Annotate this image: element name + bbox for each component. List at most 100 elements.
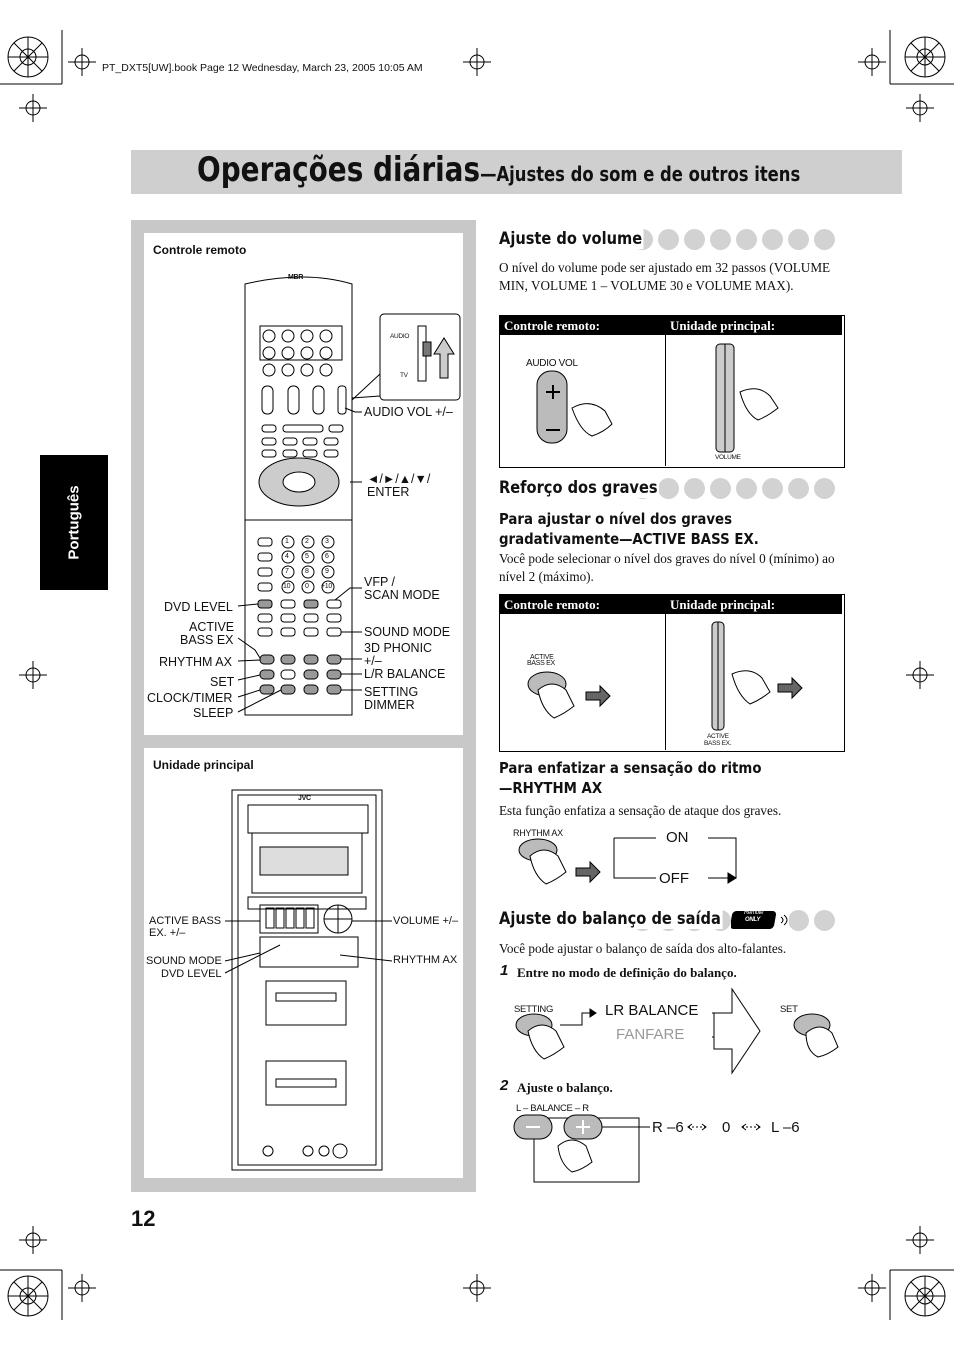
unit-callout-dvd-level: DVD LEVEL <box>161 968 222 980</box>
section-dots-bass <box>632 478 835 499</box>
unit-active-2: BASS EX. <box>704 740 732 747</box>
key-7: 7 <box>285 568 289 575</box>
page-number: 12 <box>131 1206 156 1231</box>
key-3: 3 <box>325 538 329 545</box>
file-info: PT_DXT5[UW].book Page 12 Wednesday, Marc… <box>102 62 423 74</box>
step-2-text: Ajuste o balanço. <box>517 1080 613 1095</box>
callout-3d-phonic: 3D PHONIC <box>364 641 433 655</box>
key-2: 2 <box>305 538 309 545</box>
volume-section-title: Ajuste do volume <box>499 229 644 249</box>
callout-setting: SETTING <box>364 685 419 699</box>
callout-audio-vol: AUDIO VOL +/– <box>364 405 453 419</box>
rhythm-on: ON <box>666 829 689 846</box>
callout-scan-mode: SCAN MODE <box>364 588 440 602</box>
key-5: 5 <box>305 553 309 560</box>
volume-col-unit: Unidade principal: <box>666 316 842 335</box>
volume-diagrams <box>536 343 779 453</box>
callout-plus-minus: +/– <box>364 654 382 668</box>
key-10: 10 <box>283 583 291 590</box>
step-2-number: 2 <box>500 1077 509 1094</box>
volume-label: VOLUME <box>715 454 741 461</box>
range-r: R –6 <box>652 1119 684 1136</box>
key-0: 0 <box>305 583 309 590</box>
callout-set: SET <box>210 675 235 689</box>
callout-active: ACTIVE <box>189 620 235 634</box>
bass-col-remote: Controle remoto: <box>500 595 665 614</box>
balance-step2-diagram <box>513 1114 761 1183</box>
callout-dimmer: DIMMER <box>364 698 415 712</box>
callout-rhythm-ax: RHYTHM AX <box>159 655 232 669</box>
range-0: 0 <box>722 1119 731 1136</box>
page-title: Operações diárias—Ajustes do som e de ou… <box>197 150 800 190</box>
volume-col-remote: Controle remoto: <box>500 316 665 335</box>
main-unit-label: Unidade principal <box>153 758 254 772</box>
remote-only-badge-2: ONLY <box>745 917 761 923</box>
balance-text: Você pode ajustar o balanço de saída dos… <box>499 941 787 956</box>
rhythm-button-label: RHYTHM AX <box>513 828 563 838</box>
callout-vfp: VFP / <box>364 575 396 589</box>
language-tab <box>40 455 108 590</box>
unit-callout-active-bass-2: EX. +/– <box>149 927 186 939</box>
set-label: SET <box>780 1004 798 1015</box>
fanfare-label: FANFARE <box>616 1026 685 1043</box>
section-dots-volume <box>632 229 835 250</box>
key-6: 6 <box>325 553 329 560</box>
bass-text: Você pode selecionar o nível dos graves … <box>499 551 835 584</box>
key-4: 4 <box>285 553 289 560</box>
switch-audio-label: AUDIO <box>390 333 410 340</box>
volume-table <box>499 315 845 468</box>
balance-step1-diagram <box>515 987 839 1075</box>
bass-col-unit: Unidade principal: <box>666 595 842 614</box>
volume-text: O nível do volume pode ser ajustado em 3… <box>499 260 831 293</box>
remote-brand-label: MBR <box>288 274 304 281</box>
key-8: 8 <box>305 568 309 575</box>
unit-active-1: ACTIVE <box>707 733 729 740</box>
bass-subtitle-2: gradativamente—ACTIVE BASS EX. <box>499 530 759 548</box>
lr-balance-label: LR BALANCE <box>605 1002 699 1019</box>
unit-callout-sound-mode: SOUND MODE <box>146 955 222 967</box>
step-1-number: 1 <box>500 962 509 979</box>
audio-vol-label: AUDIO VOL <box>526 358 578 369</box>
bass-subtitle-1: Para ajustar o nível dos graves <box>499 510 733 528</box>
callout-lr-balance: L/R BALANCE <box>364 667 446 681</box>
step-1-text: Entre no modo de definição do balanço. <box>517 965 737 980</box>
page-title-sub: —Ajustes do som e de outros itens <box>480 162 801 186</box>
setting-label: SETTING <box>514 1004 554 1015</box>
key-plus10: +10 <box>321 583 332 590</box>
language-tab-label: Português <box>65 485 83 560</box>
active-label-2: BASS EX <box>527 660 555 667</box>
active-label-1: ACTIVE <box>530 654 554 661</box>
page-title-main: Operações diárias <box>197 150 481 190</box>
unit-callout-active-bass: ACTIVE BASS <box>149 915 222 927</box>
bass-diagrams <box>527 621 803 731</box>
main-unit-brand: JVC <box>298 795 311 802</box>
rhythm-subtitle-1: Para enfatizar a sensação do ritmo <box>499 759 762 777</box>
rhythm-text: Esta função enfatiza a sensação de ataqu… <box>499 803 782 818</box>
key-9: 9 <box>325 568 329 575</box>
remote-control-illustration <box>237 276 461 716</box>
bass-section-title: Reforço dos graves <box>499 478 660 498</box>
callout-nav-keys: ◄/►/▲/▼/ <box>367 472 431 486</box>
unit-callout-rhythm-ax: RHYTHM AX <box>393 954 458 966</box>
main-unit-illustration <box>224 789 393 1171</box>
unit-callout-volume: VOLUME +/– <box>393 915 459 927</box>
rhythm-diagram <box>518 837 737 885</box>
balance-section-title: Ajuste do balanço de saída <box>499 909 723 929</box>
bass-table <box>499 594 845 752</box>
callout-sleep: SLEEP <box>193 706 234 720</box>
range-l: L –6 <box>771 1119 800 1136</box>
rhythm-off: OFF <box>659 870 689 887</box>
remote-only-badge-1: Remote <box>744 910 764 916</box>
callout-bass-ex: BASS EX <box>180 633 234 647</box>
callout-dvd-level: DVD LEVEL <box>164 600 233 614</box>
callout-sound-mode: SOUND MODE <box>364 625 451 639</box>
balance-label: L – BALANCE – R <box>516 1103 589 1114</box>
rhythm-subtitle-2: —RHYTHM AX <box>499 779 603 797</box>
remote-only-badge <box>731 911 788 929</box>
title-bar <box>131 150 902 194</box>
key-1: 1 <box>285 538 289 545</box>
callout-clock-timer: CLOCK/TIMER <box>147 691 233 705</box>
callout-enter: ENTER <box>367 485 410 499</box>
remote-label: Controle remoto <box>153 243 247 257</box>
